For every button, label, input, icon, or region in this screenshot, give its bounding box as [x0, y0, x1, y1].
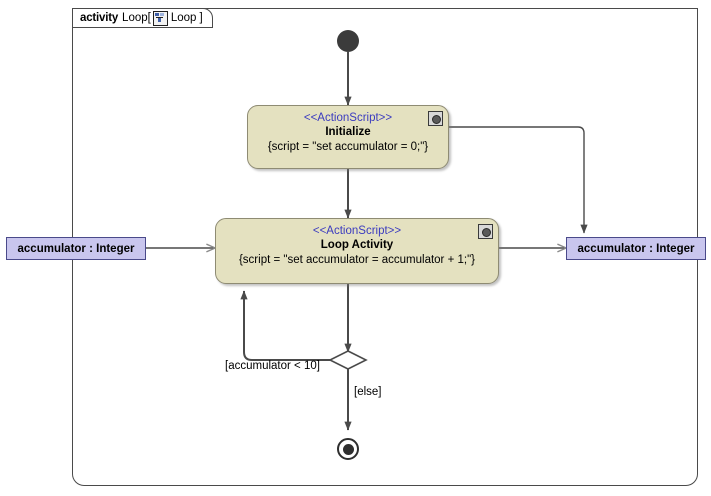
decision-diamond[interactable] — [328, 350, 368, 370]
gear-icon[interactable] — [428, 111, 443, 126]
frame-inner-name: Loop — [170, 12, 197, 24]
edge-initialize-to-output-param — [449, 126, 588, 234]
frame-name: Loop — [122, 12, 148, 24]
guard-else: [else] — [354, 386, 382, 398]
initialize-stereotype: <<ActionScript>> — [303, 112, 393, 124]
initialize-body: {script = "set accumulator = 0;"} — [267, 141, 429, 153]
loop-activity-name: Loop Activity — [320, 239, 394, 251]
frame-bracket-open: [ — [147, 12, 151, 24]
frame-bracket-close: ] — [199, 12, 203, 24]
activity-final-node[interactable] — [337, 438, 359, 460]
initial-node[interactable] — [337, 30, 359, 52]
input-parameter-label: accumulator : Integer — [17, 242, 135, 255]
activity-frame-label: activity Loop [ Loop ] — [72, 8, 213, 28]
output-parameter-accumulator[interactable]: accumulator : Integer — [566, 237, 706, 260]
output-parameter-label: accumulator : Integer — [577, 242, 695, 255]
edge-decision-loopback — [240, 290, 331, 361]
input-parameter-accumulator[interactable]: accumulator : Integer — [6, 237, 146, 260]
loop-activity-stereotype: <<ActionScript>> — [312, 225, 402, 237]
initialize-name: Initialize — [325, 126, 371, 138]
guard-loop-back: [accumulator < 10] — [225, 360, 320, 372]
action-node-initialize[interactable]: <<ActionScript>> Initialize {script = "s… — [247, 105, 449, 169]
activity-diagram-icon — [152, 10, 168, 26]
action-node-loop-activity[interactable]: <<ActionScript>> Loop Activity {script =… — [215, 218, 499, 284]
gear-icon[interactable] — [478, 224, 493, 239]
loop-activity-body: {script = "set accumulator = accumulator… — [238, 254, 476, 266]
frame-keyword: activity — [80, 12, 119, 24]
